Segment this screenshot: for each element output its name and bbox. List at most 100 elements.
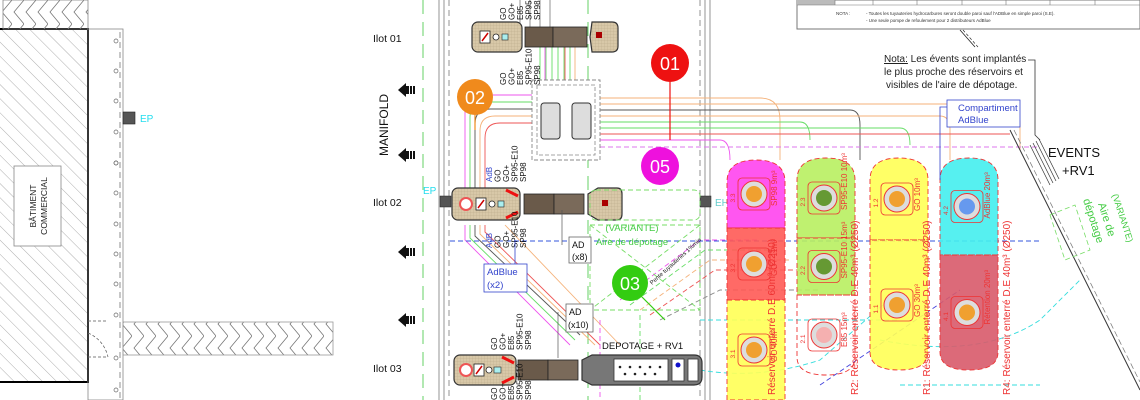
product-label: SP98 bbox=[533, 0, 542, 20]
variante-unloading-area bbox=[589, 189, 701, 311]
vent-note: Nota: Les évents sont implantés le plus … bbox=[884, 54, 1029, 91]
manhole-frame bbox=[737, 247, 771, 281]
variante-area-label: Aire de dépotage bbox=[596, 237, 668, 248]
compartment-number: 3.3 bbox=[730, 193, 737, 202]
vent-note-prefix: Nota: bbox=[884, 54, 908, 65]
compartment-number: 2.2 bbox=[800, 266, 807, 275]
product-label: SP95-E10 bbox=[516, 363, 525, 400]
manhole-frame bbox=[950, 296, 984, 329]
arrow-left-icon bbox=[398, 148, 415, 162]
product-label: SP95-E10 bbox=[525, 48, 534, 85]
arrow-left-icon bbox=[398, 83, 415, 97]
tank-label: R4: Réservoir enterré D.E 40m³ (Ø250) bbox=[1002, 220, 1013, 395]
ad-x10-tag-line1: AD bbox=[569, 307, 582, 317]
fill-point-icon bbox=[746, 256, 762, 272]
ep-drain-icon bbox=[122, 111, 136, 125]
dispenser-island-03[interactable] bbox=[453, 354, 703, 386]
tank-r4[interactable]: 4.2 AdBlue 20m³ 4.1 Rétention 20m³ R4: Réser… bbox=[939, 157, 1013, 395]
fill-point-icon bbox=[889, 297, 905, 313]
compartment-number: 4.2 bbox=[943, 206, 950, 215]
product-label: E85 bbox=[516, 5, 525, 20]
callout-01: 01 bbox=[651, 44, 689, 140]
fill-point-icon bbox=[889, 191, 905, 207]
product-label: SP95-E10 bbox=[525, 0, 534, 20]
traffic-arrows bbox=[398, 83, 415, 327]
product-label: SP95-E10 bbox=[511, 211, 520, 248]
ep-label: EP bbox=[140, 114, 154, 125]
product-label: SP98 bbox=[519, 228, 528, 248]
manhole-frame bbox=[880, 182, 914, 216]
manhole-frame bbox=[737, 177, 771, 211]
fill-point-icon bbox=[959, 304, 975, 321]
compartment-product: SP95-E10 10m³ bbox=[840, 153, 849, 210]
door-icon bbox=[87, 320, 109, 358]
product-label: GO bbox=[499, 73, 508, 85]
compartment-product: Rétention 20m³ bbox=[983, 269, 992, 324]
callout-01-label: 01 bbox=[660, 54, 680, 74]
dispenser-island-01[interactable] bbox=[471, 21, 619, 53]
compartment-number: 3.1 bbox=[730, 349, 737, 358]
product-label: GO+ bbox=[508, 3, 517, 20]
ep-drain-icon bbox=[439, 195, 452, 208]
manhole-frame bbox=[807, 250, 841, 283]
product-label: GO+ bbox=[502, 165, 511, 182]
tank-compartment[interactable] bbox=[796, 294, 856, 376]
island-label-01: Ilot 01 bbox=[373, 33, 402, 45]
compartment-number: 2.3 bbox=[800, 197, 807, 206]
product-label: GO bbox=[490, 338, 499, 350]
product-label: GO+ bbox=[499, 383, 508, 400]
fill-point-icon bbox=[959, 198, 975, 215]
tank-label: Réservoir enterré D.E 60m³ (Ø250) bbox=[767, 239, 778, 395]
callout-05-label: 05 bbox=[650, 157, 670, 177]
adblue-tag: AdBlue (x2) bbox=[483, 240, 528, 293]
ad-x8-tag-line1: AD bbox=[572, 240, 585, 250]
note-table: NOTA : - Toutes les tuyauteries hydrocar… bbox=[796, 0, 1140, 30]
ad-x8-tag-line2: (x8) bbox=[572, 252, 588, 262]
product-label: E85 bbox=[507, 385, 516, 400]
product-label: SP95-E10 bbox=[516, 313, 525, 350]
compartment-product: AdBlue 20m³ bbox=[983, 172, 992, 219]
island-label-03: Ilot 03 bbox=[373, 363, 402, 375]
depotage-label: DEPOTAGE + RV1 bbox=[602, 341, 683, 352]
product-label: E85 bbox=[507, 335, 516, 350]
product-label: GO+ bbox=[508, 68, 517, 85]
island-02-ep-label: EP bbox=[423, 186, 437, 197]
compartment-product: GO+ 11m³ bbox=[770, 239, 779, 276]
dispenser-island-02[interactable] bbox=[451, 187, 623, 221]
product-label: SP95-E10 bbox=[511, 145, 520, 182]
building-name-line2: COMMERCIAL bbox=[39, 177, 49, 235]
adblue-compartment-line2: AdBlue bbox=[958, 115, 989, 126]
product-label: SP98 bbox=[533, 65, 542, 85]
fill-point-icon bbox=[816, 258, 832, 275]
manhole-frame bbox=[737, 333, 771, 367]
adblue-tag-line2: (x2) bbox=[487, 280, 503, 291]
arrow-left-icon bbox=[398, 245, 415, 259]
compartment-number: 1.1 bbox=[873, 304, 880, 313]
compartment-number: 1.2 bbox=[873, 198, 880, 207]
variante-right-area bbox=[1049, 204, 1091, 261]
adblue-compartment-tag: Compartiment AdBlue bbox=[939, 99, 1021, 180]
bollards bbox=[113, 38, 119, 393]
fill-point-icon bbox=[746, 186, 762, 202]
product-label: GO+ bbox=[499, 333, 508, 350]
product-label: GO+ bbox=[502, 231, 511, 248]
events-label-line2: +RV1 bbox=[1062, 163, 1095, 178]
eh-label: EH bbox=[715, 198, 729, 209]
callout-03: 03 bbox=[612, 265, 666, 321]
ad-x8-tag: AD (x8) bbox=[561, 210, 592, 264]
commercial-building: BÂTIMENT COMMERCIAL EP bbox=[0, 0, 334, 400]
callout-03-label: 03 bbox=[620, 274, 640, 294]
access-ramp bbox=[122, 321, 334, 356]
product-label: SP98 bbox=[524, 330, 533, 350]
compartment-number: 4.1 bbox=[943, 312, 950, 321]
building-label-box bbox=[13, 165, 62, 247]
manhole-frame bbox=[950, 190, 984, 223]
product-label: GO bbox=[494, 170, 503, 182]
product-label: GO bbox=[490, 388, 499, 400]
